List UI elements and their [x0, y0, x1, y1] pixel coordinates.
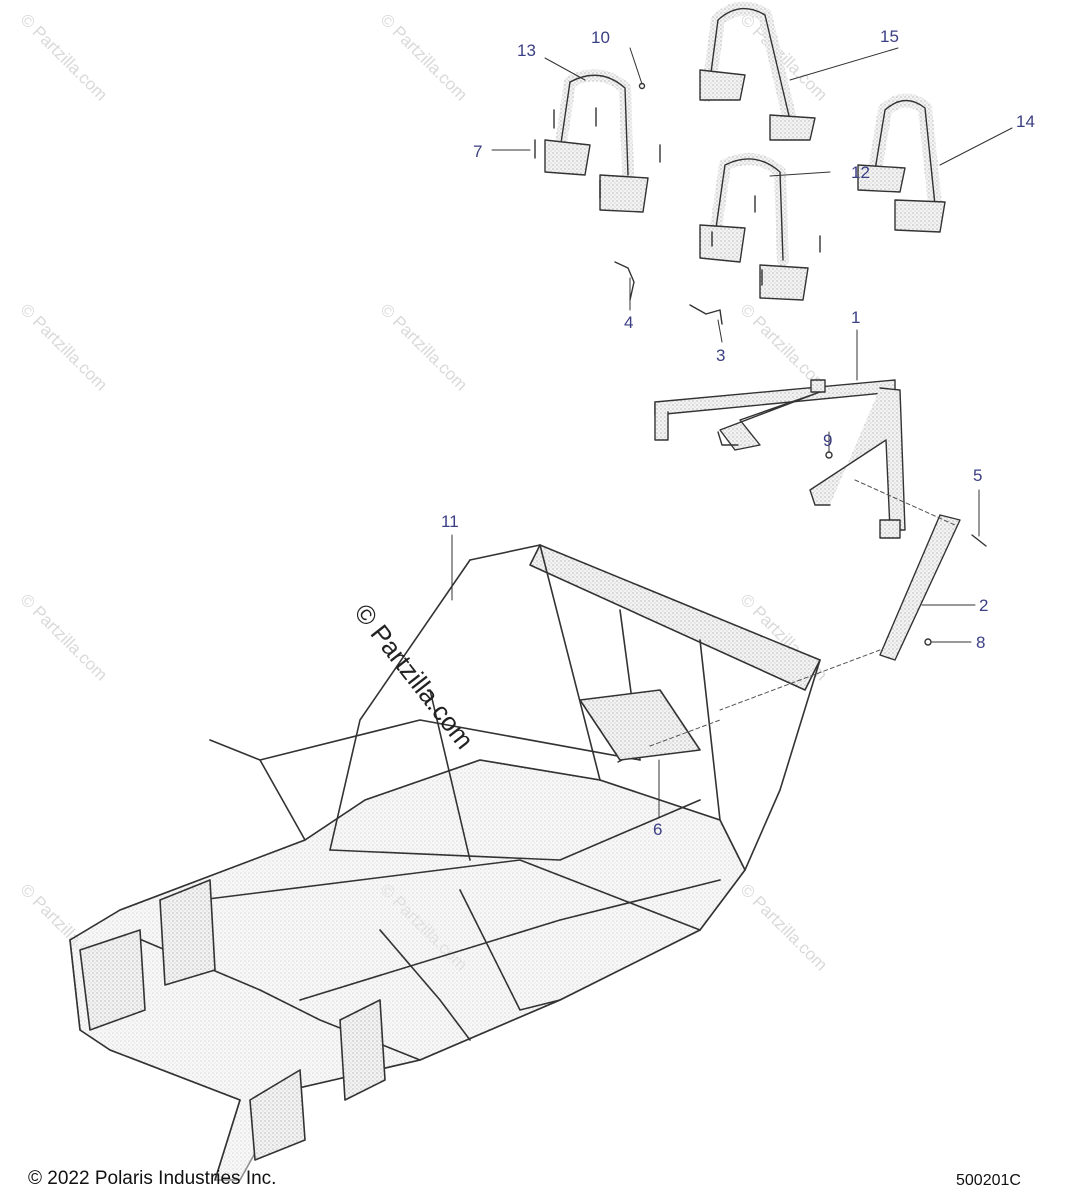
callout-12: 12 — [851, 163, 870, 182]
grab-handle-13 — [544, 69, 661, 213]
callout-10: 10 — [591, 28, 610, 47]
roll-hoop-15 — [699, 1, 816, 141]
main-frame-11 — [69, 544, 821, 1181]
callout-9: 9 — [823, 431, 833, 450]
nut-9 — [825, 451, 833, 459]
callout-1: 1 — [851, 308, 861, 327]
callout-7: 7 — [473, 142, 483, 161]
callout-15: 15 — [880, 27, 899, 46]
callout-14: 14 — [1016, 112, 1035, 131]
copyright-notice: © 2022 Polaris Industries Inc. — [28, 1168, 277, 1189]
nut-8 — [924, 638, 932, 646]
upper-frame-1 — [654, 379, 906, 539]
grab-handle-12 — [699, 152, 821, 301]
callout-8: 8 — [976, 633, 986, 652]
bracket-3 — [689, 304, 723, 325]
bolt-5 — [971, 534, 987, 547]
brace-2 — [879, 514, 961, 661]
callout-6: 6 — [653, 820, 663, 839]
callout-2: 2 — [979, 596, 989, 615]
diagram-code: 500201C — [956, 1172, 1021, 1189]
callout-11: 11 — [441, 512, 459, 531]
roll-hoop-14 — [857, 93, 946, 233]
callout-3: 3 — [716, 346, 726, 365]
callout-4: 4 — [624, 313, 634, 332]
bracket-4 — [614, 261, 635, 301]
callout-5: 5 — [973, 466, 983, 485]
callout-13: 13 — [517, 41, 536, 60]
